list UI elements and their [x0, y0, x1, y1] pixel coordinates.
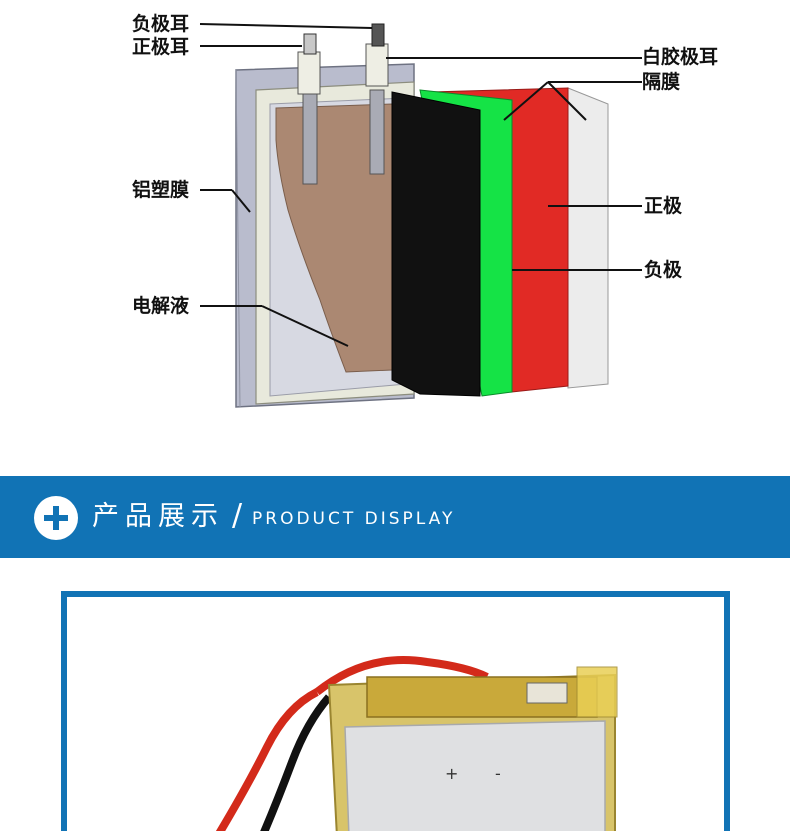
black-electrode-sheet: [391, 91, 481, 397]
aluminum-film-label: 铝塑膜: [132, 179, 190, 201]
negative-tab-glue: [365, 43, 389, 87]
red-wire: [215, 688, 319, 831]
battery-structure-diagram: 负极耳 正极耳 白胶极耳 隔膜 铝塑膜 正极 负极 电解液: [132, 13, 719, 408]
battery-photo: + -: [215, 656, 618, 831]
negative-electrode-label: 负极: [644, 259, 683, 281]
positive-tab-glue: [297, 51, 321, 95]
positive-tab-top: [303, 33, 317, 55]
connector: [526, 682, 568, 704]
banner-title: 产品展示: [92, 501, 224, 532]
black-wire: [260, 694, 333, 831]
electrolyte-label: 电解液: [132, 295, 190, 317]
positive-tab-strip: [302, 91, 318, 185]
plus-icon: [34, 496, 78, 540]
positive-tab-label: 正极耳: [132, 36, 190, 58]
battery-diagram-graphic: [199, 23, 642, 408]
separator-label: 隔膜: [642, 71, 681, 93]
product-photo-frame: + -: [61, 591, 730, 831]
plus-marking: +: [445, 764, 458, 783]
battery-label-area: [344, 720, 606, 831]
positive-electrode-label: 正极: [644, 195, 683, 217]
banner-slash: /: [232, 498, 243, 533]
negative-tab-strip: [369, 89, 385, 175]
minus-marking: -: [495, 764, 501, 783]
white-glue-tab-label: 白胶极耳: [642, 46, 719, 68]
product-display-banner: 产品展示 / PRODUCT DISPLAY: [0, 476, 790, 558]
banner-subtitle: PRODUCT DISPLAY: [252, 509, 456, 529]
separator-sheet-back: [567, 87, 609, 389]
negative-tab-top: [371, 23, 385, 47]
negative-tab-label: 负极耳: [132, 13, 190, 35]
